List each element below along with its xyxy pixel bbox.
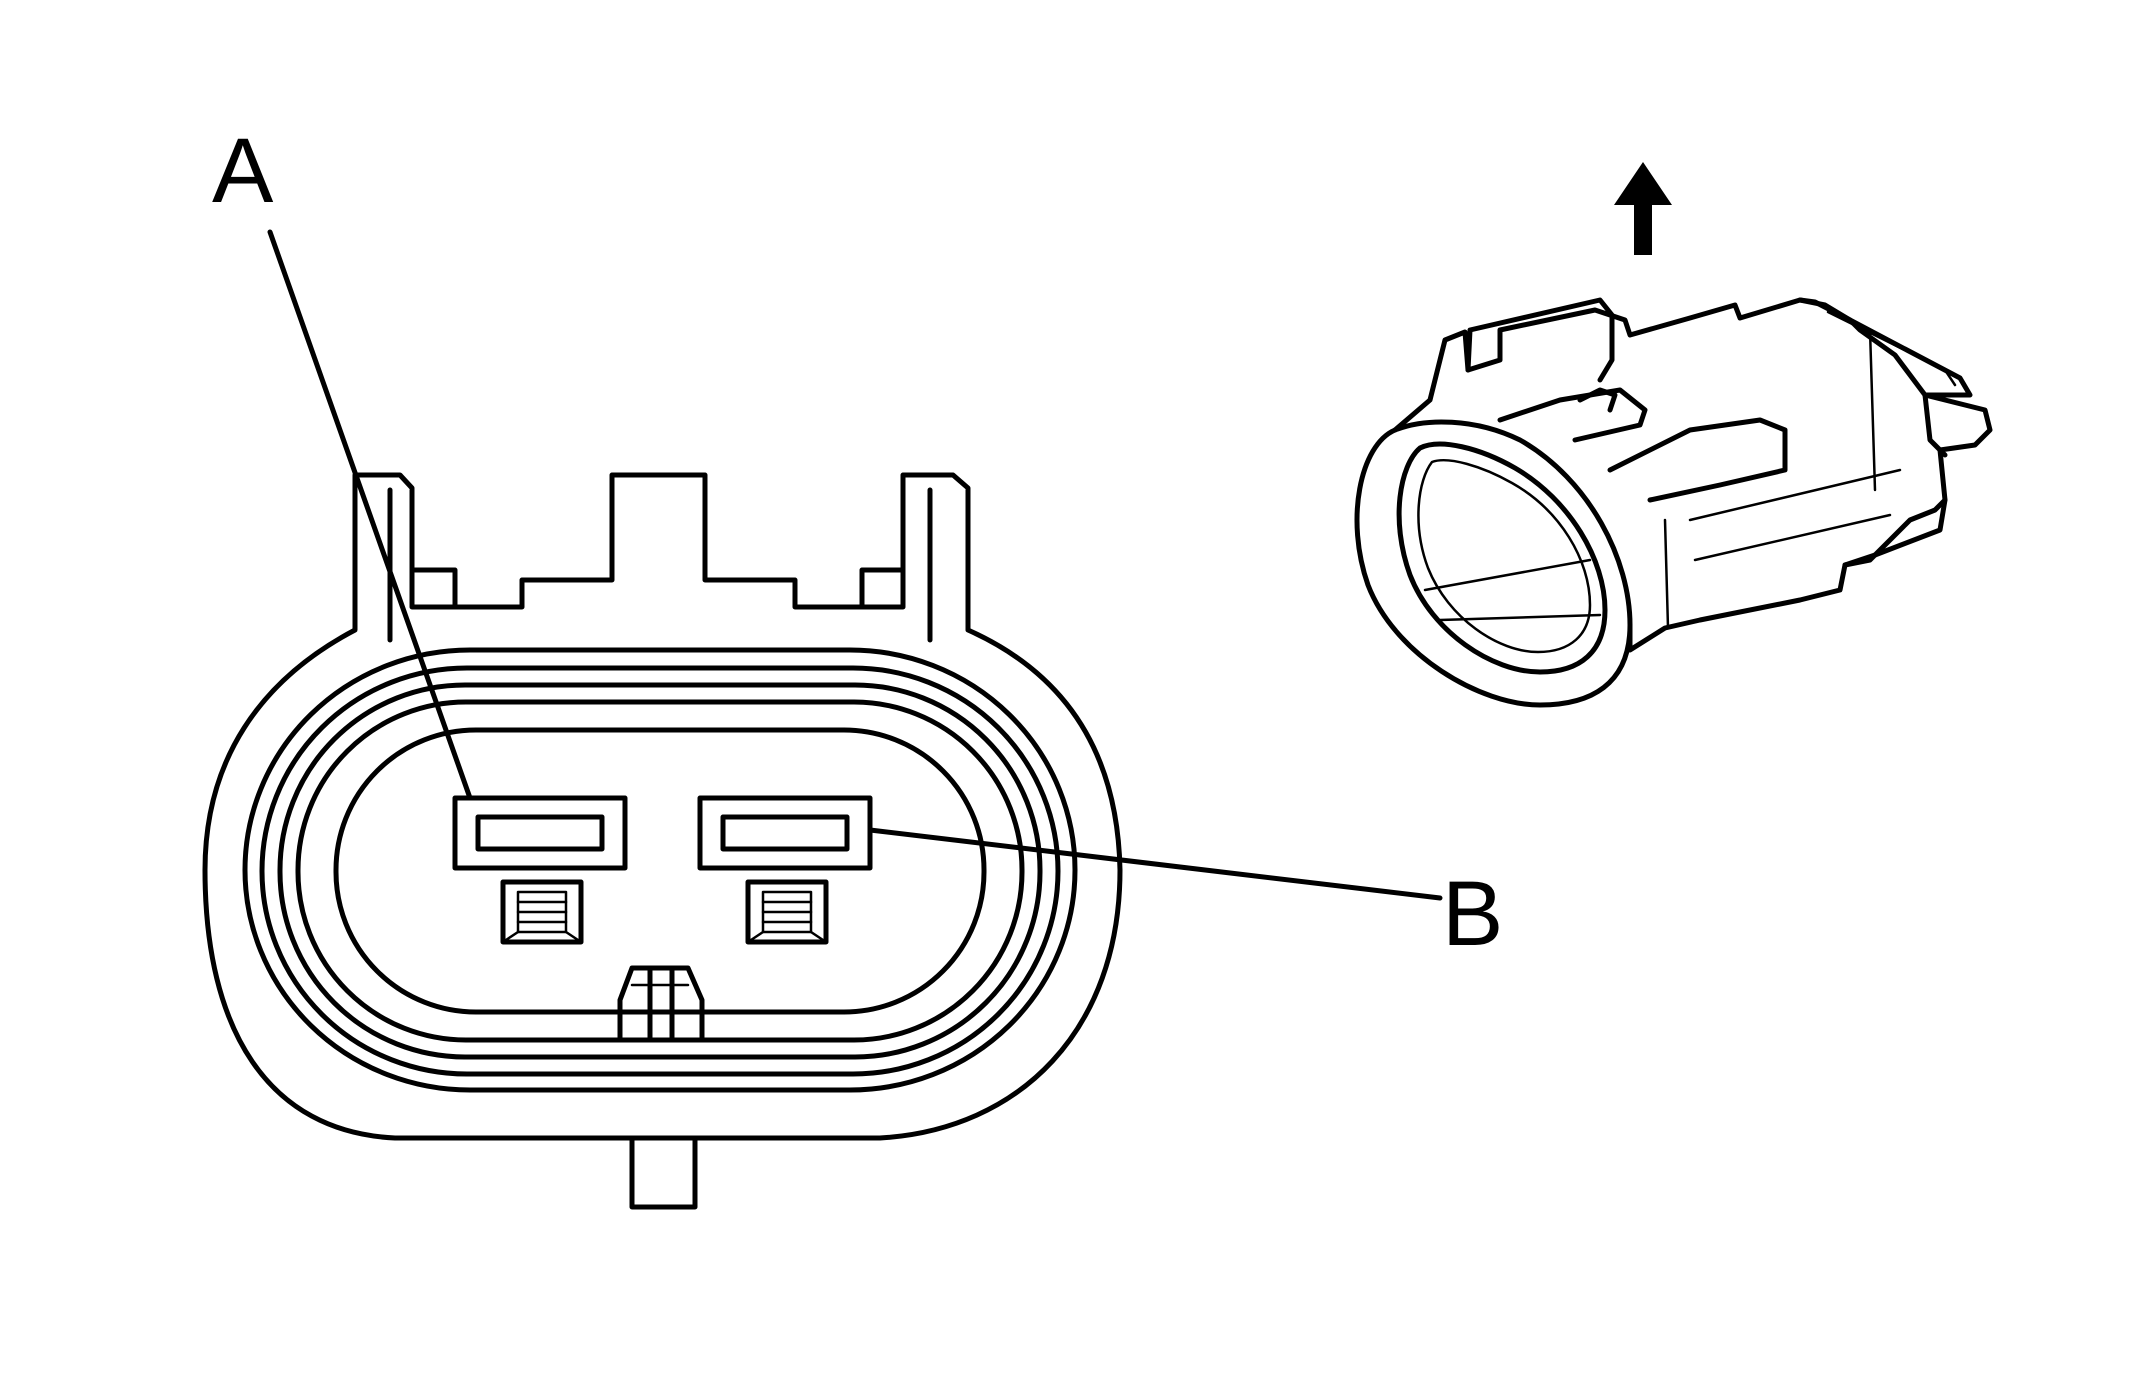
iso-front-line-2 xyxy=(1438,613,1602,622)
leader-line-a xyxy=(267,229,473,801)
iso-rear-slot xyxy=(1922,392,1948,458)
iso-bottom-ledge xyxy=(1842,497,1948,568)
seal-ring-4 xyxy=(295,699,1025,1043)
callout-label-a: A xyxy=(212,120,274,222)
connector-isometric-view xyxy=(1354,162,1993,708)
callout-label-b: B xyxy=(1442,863,1503,965)
iso-front-inner xyxy=(1396,441,1608,675)
iso-top-ramp xyxy=(1497,387,1648,443)
bottom-latch-tab xyxy=(617,965,705,1043)
terminal-a xyxy=(452,795,628,871)
terminal-lock-a xyxy=(500,879,584,945)
seal-ring-5 xyxy=(333,727,987,1015)
iso-top-latch xyxy=(1465,297,1615,383)
bottom-key xyxy=(629,1135,698,1210)
seal-ring-1 xyxy=(242,647,1078,1093)
iso-side-groove-2 xyxy=(1693,513,1892,562)
connector-face-view: A B xyxy=(202,120,1503,1210)
latch-left xyxy=(409,567,458,610)
iso-front-inner-2 xyxy=(1417,459,1592,654)
terminal-lock-b xyxy=(745,879,829,945)
seal-ring-2 xyxy=(259,665,1061,1077)
iso-side-tab xyxy=(1607,417,1788,503)
iso-front-face xyxy=(1354,419,1633,708)
leader-line-b xyxy=(867,827,1443,901)
iso-rear-latch-inner xyxy=(1826,310,1957,387)
iso-side-groove-4 xyxy=(1663,518,1670,630)
up-arrow-icon xyxy=(1614,162,1672,255)
housing-outline xyxy=(202,472,1123,1141)
latch-right xyxy=(859,567,906,610)
terminal-b xyxy=(697,795,873,871)
iso-body xyxy=(1392,297,1993,653)
iso-top-rib xyxy=(1577,387,1618,413)
seal-ring-3 xyxy=(277,682,1043,1060)
iso-side-groove-1 xyxy=(1688,468,1902,522)
iso-front-line-1 xyxy=(1423,558,1592,592)
iso-side-groove-3 xyxy=(1868,328,1877,492)
